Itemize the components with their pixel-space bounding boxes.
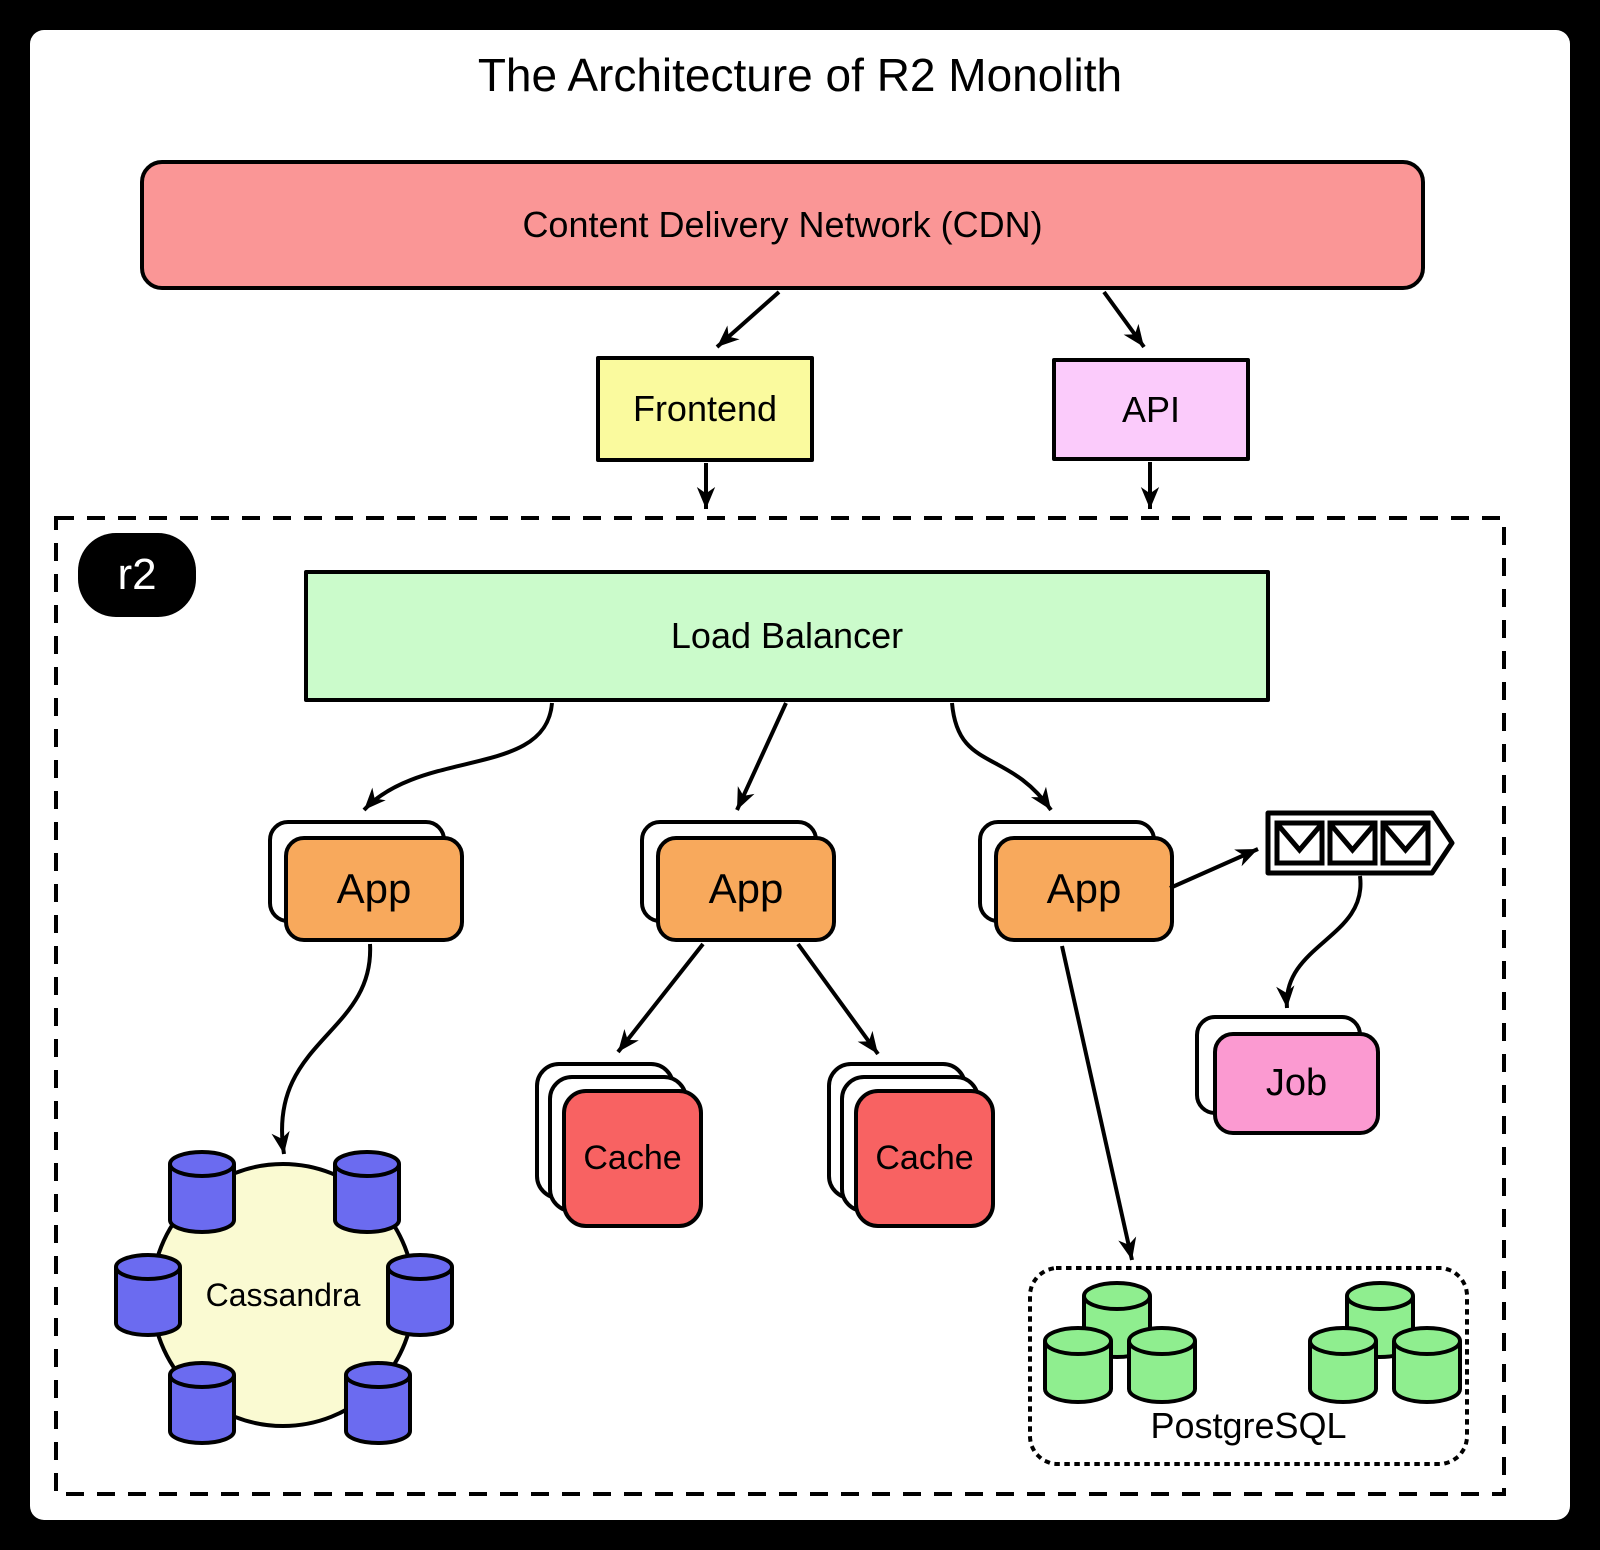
postgresql-label: PostgreSQL [1150, 1405, 1347, 1446]
app-stack-1: App [268, 820, 464, 942]
load-balancer-node: Load Balancer [304, 570, 1270, 702]
r2-badge-label: r2 [117, 550, 157, 599]
cassandra-label: Cassandra [205, 1276, 361, 1313]
app-label: App [708, 865, 784, 912]
cache-node-1: Cache [562, 1089, 703, 1228]
app-label: App [336, 865, 412, 912]
cache-label: Cache [583, 1139, 682, 1177]
api-node: API [1052, 358, 1250, 461]
job-node: Job [1213, 1032, 1380, 1135]
app-stack-3: App [978, 820, 1174, 942]
app-node-3: App [994, 836, 1174, 942]
cdn-node: Content Delivery Network (CDN) [140, 160, 1425, 290]
cassandra-ring: Cassandra [150, 1162, 416, 1428]
app-node-2: App [656, 836, 836, 942]
diagram-title: The Architecture of R2 Monolith [477, 49, 1123, 101]
cache-label: Cache [875, 1139, 974, 1177]
job-stack: Job [1195, 1015, 1383, 1136]
r2-region-badge: r2 [78, 533, 196, 617]
cdn-label: Content Delivery Network (CDN) [522, 204, 1043, 245]
cache-stack-2: Cache [827, 1062, 997, 1229]
app-label: App [1046, 865, 1122, 912]
api-label: API [1121, 388, 1181, 430]
frontend-label: Frontend [632, 388, 778, 429]
frontend-node: Frontend [596, 356, 814, 462]
cache-node-2: Cache [854, 1089, 995, 1228]
app-node-1: App [284, 836, 464, 942]
app-stack-2: App [640, 820, 836, 942]
job-label: Job [1265, 1062, 1328, 1104]
cache-stack-1: Cache [535, 1062, 705, 1229]
load-balancer-label: Load Balancer [670, 615, 904, 656]
